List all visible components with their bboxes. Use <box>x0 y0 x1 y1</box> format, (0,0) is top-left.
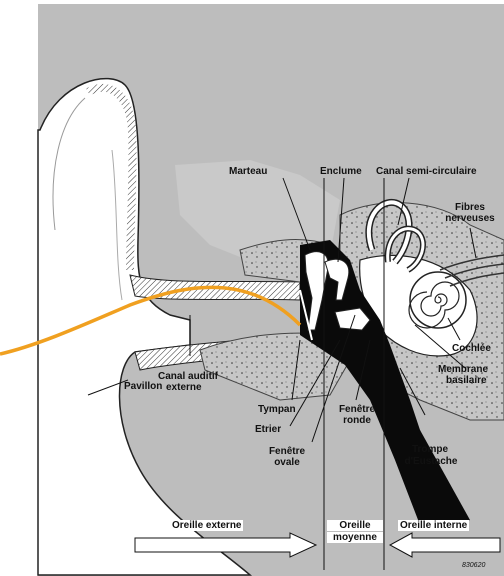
label-basilaire: basilaire <box>446 375 487 386</box>
label-trompe-2: d'Eustache <box>396 456 466 467</box>
label-enclume: Enclume <box>320 166 362 177</box>
label-trompe-1: Trompe <box>400 444 460 455</box>
label-fenetre-ronde-2: ronde <box>332 415 382 426</box>
label-marteau: Marteau <box>229 166 267 177</box>
figure-code: 830620 <box>462 560 485 571</box>
label-nerveuses: nerveuses <box>440 213 500 224</box>
label-oreille-moyenne-2: moyenne <box>327 532 383 543</box>
label-oreille-externe: Oreille externe <box>170 520 243 531</box>
label-etrier: Etrier <box>255 424 281 435</box>
label-fenetre-ovale-1: Fenêtre <box>262 446 312 457</box>
label-oreille-moyenne-1: Oreille <box>327 520 383 531</box>
cochlea-outer <box>410 272 466 328</box>
label-fenetre-ovale-2: ovale <box>262 457 312 468</box>
label-fenetre-ronde-1: Fenêtre <box>332 404 382 415</box>
label-fibres: Fibres <box>444 202 496 213</box>
label-tympan: Tympan <box>258 404 296 415</box>
label-oreille-interne: Oreille interne <box>398 520 469 531</box>
label-membrane: Membrane <box>438 364 488 375</box>
label-cochlee: Cochlée <box>452 343 491 354</box>
label-canal-semi-circulaire: Canal semi-circulaire <box>376 166 477 177</box>
label-pavillon: Pavillon <box>124 381 170 392</box>
label-canal-auditif-externe: externe <box>166 382 202 393</box>
